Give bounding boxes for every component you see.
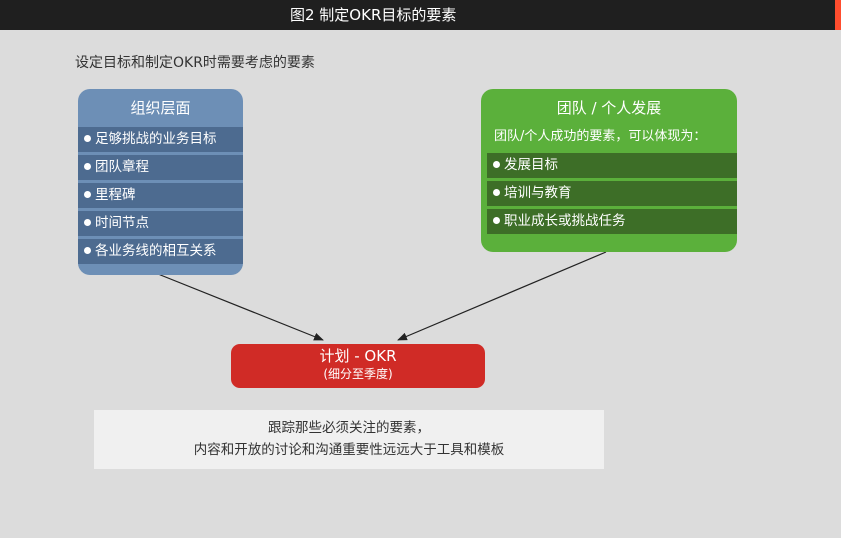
figure-title: 图2 制定OKR目标的要素: [290, 6, 457, 24]
org-item: 里程碑: [78, 183, 243, 208]
org-item-label: 团队章程: [95, 159, 149, 175]
bullet-icon: [84, 135, 91, 142]
team-item: 职业成长或挑战任务: [487, 209, 737, 234]
org-level-box: 组织层面 足够挑战的业务目标 团队章程 里程碑 时间节点 各业务线的相互关系: [78, 89, 243, 275]
team-level-intro: 团队/个人成功的要素，可以体现为：: [494, 129, 707, 144]
team-item-label: 职业成长或挑战任务: [504, 213, 626, 229]
org-item-label: 里程碑: [95, 187, 136, 203]
bullet-icon: [84, 191, 91, 198]
bullet-icon: [84, 247, 91, 254]
org-item: 足够挑战的业务目标: [78, 127, 243, 152]
org-item-label: 时间节点: [95, 215, 149, 231]
org-item: 时间节点: [78, 211, 243, 236]
org-item-label: 足够挑战的业务目标: [95, 131, 217, 147]
figure-subtitle: 设定目标和制定OKR时需要考虑的要素: [75, 55, 315, 71]
team-level-title: 团队 / 个人发展: [556, 99, 662, 117]
org-level-title: 组织层面: [130, 99, 191, 117]
org-item: 团队章程: [78, 155, 243, 180]
arrow-org-to-plan: [157, 273, 324, 341]
bullet-icon: [493, 161, 500, 168]
team-item-label: 发展目标: [504, 157, 558, 173]
bullet-icon: [493, 189, 500, 196]
note-line-1: 跟踪那些必须关注的要素，: [268, 420, 430, 436]
plan-okr-box: 计划 - OKR (细分至季度): [231, 344, 485, 388]
bullet-icon: [84, 219, 91, 226]
team-level-box: 团队 / 个人发展 团队/个人成功的要素，可以体现为： 发展目标 培训与教育 职…: [481, 89, 737, 252]
team-item: 发展目标: [487, 153, 737, 178]
team-item-label: 培训与教育: [504, 185, 572, 201]
title-bar-accent: [835, 0, 841, 30]
plan-okr-subtitle: (细分至季度): [323, 367, 393, 381]
note-line-2: 内容和开放的讨论和沟通重要性远远大于工具和模板: [193, 442, 505, 458]
plan-okr-title: 计划 - OKR: [319, 347, 397, 365]
arrow-team-to-plan: [397, 251, 607, 341]
org-item-label: 各业务线的相互关系: [95, 243, 217, 259]
bullet-icon: [84, 163, 91, 170]
bullet-icon: [493, 217, 500, 224]
team-item: 培训与教育: [487, 181, 737, 206]
note-box: 跟踪那些必须关注的要素， 内容和开放的讨论和沟通重要性远远大于工具和模板: [94, 410, 604, 469]
org-item: 各业务线的相互关系: [78, 239, 243, 264]
title-bar: 图2 制定OKR目标的要素: [0, 0, 841, 30]
